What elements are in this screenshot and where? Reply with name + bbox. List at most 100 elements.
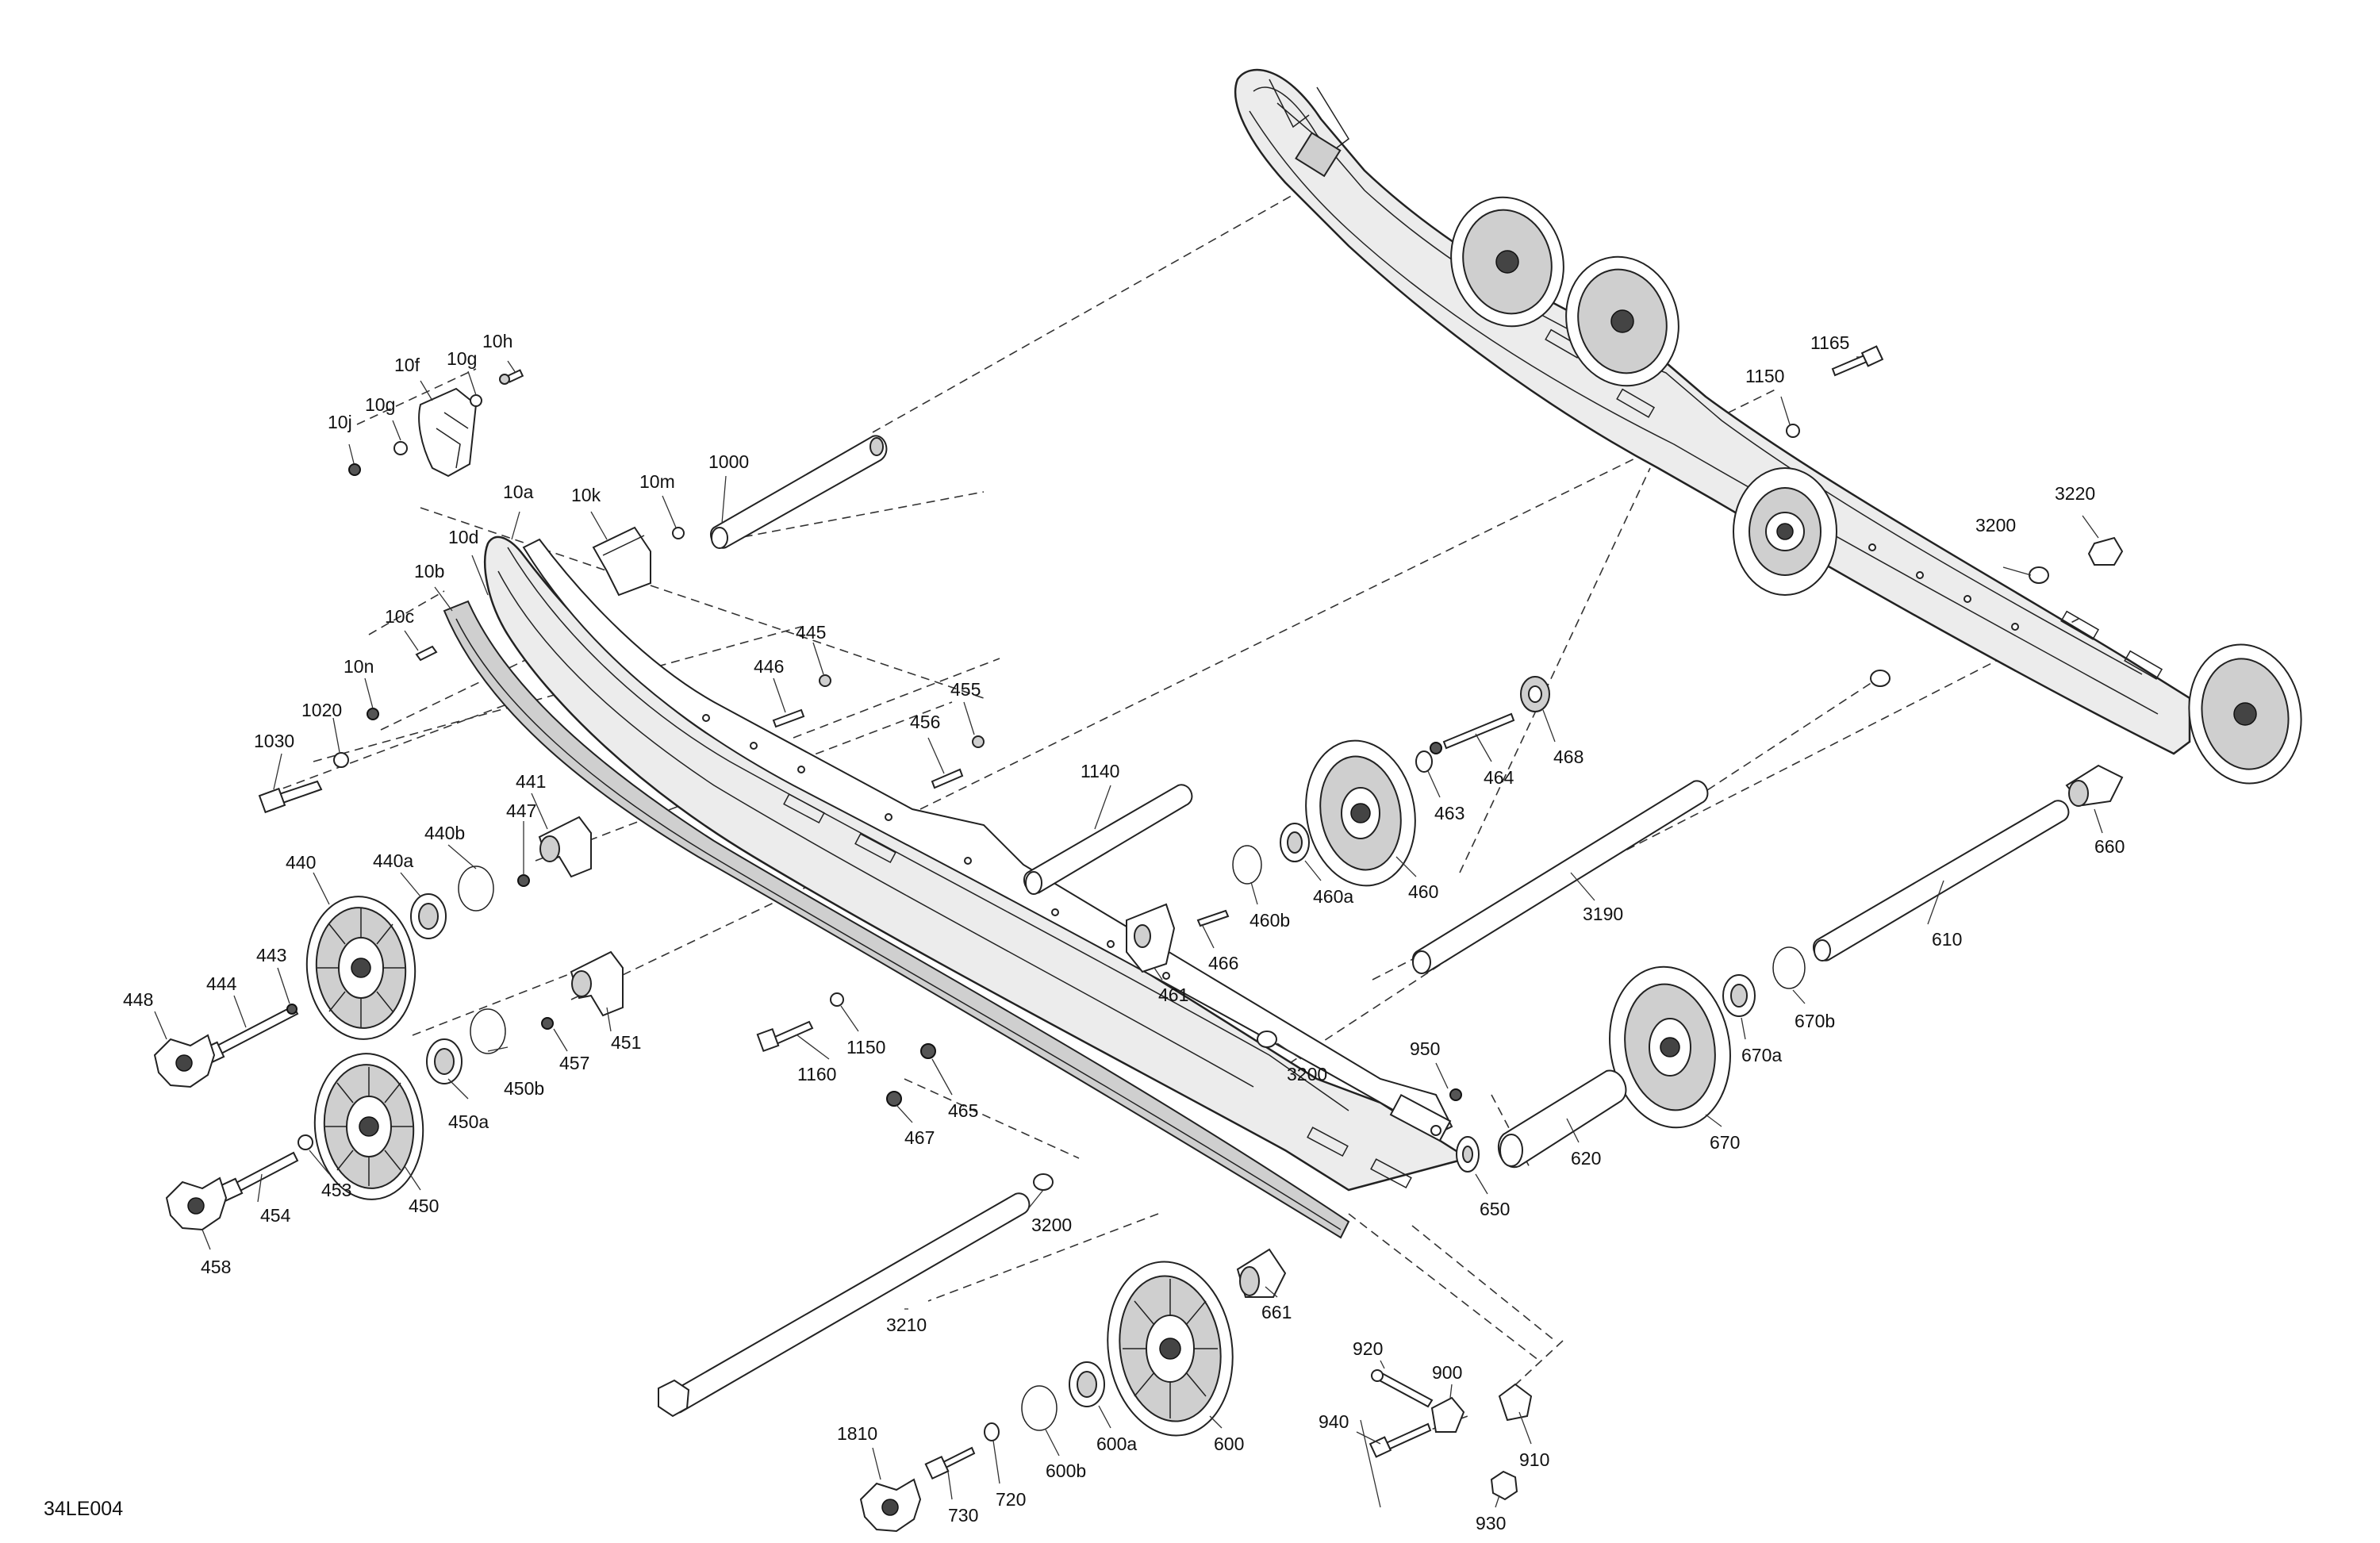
callout-1165: 1165 bbox=[1810, 332, 1849, 353]
axle-bolts-444-454 bbox=[198, 1004, 313, 1203]
callout-448: 448 bbox=[123, 989, 153, 1010]
idler-wheel-440 bbox=[305, 896, 416, 1040]
callout-3190: 3190 bbox=[1583, 904, 1623, 924]
callout-3220: 3220 bbox=[2055, 483, 2095, 504]
bolt-730-cap-1810 bbox=[859, 1446, 976, 1533]
callout-10g: 10g bbox=[365, 394, 395, 415]
nut-3220 bbox=[2087, 536, 2124, 566]
callout-3200: 3200 bbox=[1031, 1215, 1072, 1235]
washers-3200 bbox=[1033, 566, 2049, 1191]
idler-wheel-600 bbox=[1107, 1261, 1234, 1437]
callout-670b: 670b bbox=[1795, 1011, 1835, 1031]
callout-900: 900 bbox=[1432, 1362, 1462, 1383]
left-side-rail bbox=[443, 535, 1471, 1239]
callout-920: 920 bbox=[1353, 1338, 1383, 1359]
callout-458: 458 bbox=[201, 1257, 231, 1277]
callout-720: 720 bbox=[996, 1489, 1026, 1510]
cross-shaft-1000 bbox=[710, 435, 888, 549]
callout-460a: 460a bbox=[1313, 886, 1353, 907]
callout-451: 451 bbox=[611, 1032, 641, 1053]
callout-440b: 440b bbox=[424, 823, 465, 843]
callout-620: 620 bbox=[1571, 1148, 1601, 1169]
callout-450a: 450a bbox=[448, 1111, 489, 1132]
assembly-lines bbox=[269, 190, 2079, 1445]
callout-445: 445 bbox=[796, 622, 826, 643]
leader-lines bbox=[154, 356, 2103, 1508]
callout-450: 450 bbox=[409, 1196, 439, 1216]
bolt-1160 bbox=[756, 992, 936, 1107]
callout-650: 650 bbox=[1480, 1199, 1510, 1219]
callout-10b: 10b bbox=[414, 561, 444, 582]
callout-1150: 1150 bbox=[1745, 366, 1784, 386]
rail-end-cap-group bbox=[348, 369, 524, 478]
callout-660: 660 bbox=[2094, 836, 2125, 857]
shaft-610 bbox=[1813, 800, 2070, 961]
callout-610: 610 bbox=[1932, 929, 1962, 950]
rail-bolts-445-455 bbox=[772, 674, 985, 789]
callout-10d: 10d bbox=[448, 527, 478, 547]
idler-wheel-460 bbox=[1232, 739, 1416, 887]
long-shaft-3210 bbox=[658, 1192, 1031, 1418]
callout-1810: 1810 bbox=[837, 1423, 877, 1444]
callout-600: 600 bbox=[1214, 1434, 1244, 1454]
callout-457: 457 bbox=[559, 1053, 589, 1073]
bearings-600 bbox=[984, 1361, 1105, 1441]
callout-447: 447 bbox=[506, 800, 536, 821]
callout-467: 467 bbox=[904, 1127, 935, 1148]
callout-461: 461 bbox=[1158, 985, 1188, 1005]
washer-650-nut-950 bbox=[1430, 1088, 1480, 1173]
callout-10h: 10h bbox=[482, 331, 512, 351]
idler-wheel-670 bbox=[1609, 946, 1806, 1129]
callout-1030: 1030 bbox=[254, 731, 294, 751]
callout-10j: 10j bbox=[328, 412, 352, 432]
callout-3200: 3200 bbox=[1287, 1064, 1327, 1084]
callout-600b: 600b bbox=[1046, 1460, 1086, 1481]
callout-10m: 10m bbox=[639, 471, 675, 492]
callout-910: 910 bbox=[1519, 1449, 1549, 1470]
right-side-rail bbox=[1234, 68, 2302, 785]
callout-670a: 670a bbox=[1741, 1045, 1782, 1065]
bearings-440-450 bbox=[410, 866, 506, 1084]
callout-454: 454 bbox=[260, 1205, 291, 1226]
idler-wheel-450 bbox=[313, 1053, 424, 1200]
callout-10a: 10a bbox=[503, 482, 534, 502]
callout-670: 670 bbox=[1710, 1132, 1740, 1153]
callout-940: 940 bbox=[1319, 1411, 1349, 1432]
spacer-620 bbox=[1498, 1069, 1627, 1169]
support-block-461 bbox=[1126, 903, 1230, 973]
rail-hardware-left bbox=[258, 645, 438, 814]
bolt-1165 bbox=[1786, 345, 1884, 438]
rear-upper-wheel bbox=[1450, 196, 1564, 328]
spacer-tube-1140 bbox=[1023, 784, 1193, 895]
rear-second-wheel bbox=[1565, 255, 1679, 387]
front-lower-wheel bbox=[2188, 643, 2302, 785]
callout-950: 950 bbox=[1410, 1038, 1440, 1059]
callout-1020: 1020 bbox=[301, 700, 342, 720]
callout-3200: 3200 bbox=[1975, 515, 2016, 535]
callout-460b: 460b bbox=[1250, 910, 1290, 931]
callout-600a: 600a bbox=[1096, 1434, 1137, 1454]
callout-1140: 1140 bbox=[1081, 761, 1119, 781]
axle-housings-441-451 bbox=[517, 816, 624, 1030]
callout-10g: 10g bbox=[447, 348, 477, 369]
callout-468: 468 bbox=[1553, 747, 1583, 767]
callout-466: 466 bbox=[1208, 953, 1238, 973]
slider-block-10k bbox=[592, 526, 685, 597]
callout-930: 930 bbox=[1476, 1513, 1506, 1533]
mid-rail-idler-wheel bbox=[1733, 467, 1837, 596]
cross-shaft-3190 bbox=[1412, 780, 1709, 974]
callout-446: 446 bbox=[754, 656, 784, 677]
callout-453: 453 bbox=[321, 1180, 351, 1200]
callout-661: 661 bbox=[1261, 1302, 1292, 1322]
callout-450b: 450b bbox=[504, 1078, 544, 1099]
callout-10k: 10k bbox=[571, 485, 601, 505]
end-cap-660 bbox=[2065, 764, 2124, 807]
callout-463: 463 bbox=[1434, 803, 1464, 823]
callout-10c: 10c bbox=[385, 606, 414, 627]
callout-730: 730 bbox=[948, 1505, 978, 1526]
callout-444: 444 bbox=[206, 973, 237, 994]
callout-10n: 10n bbox=[344, 656, 374, 677]
callout-10f: 10f bbox=[394, 355, 420, 375]
callout-464: 464 bbox=[1484, 767, 1514, 788]
